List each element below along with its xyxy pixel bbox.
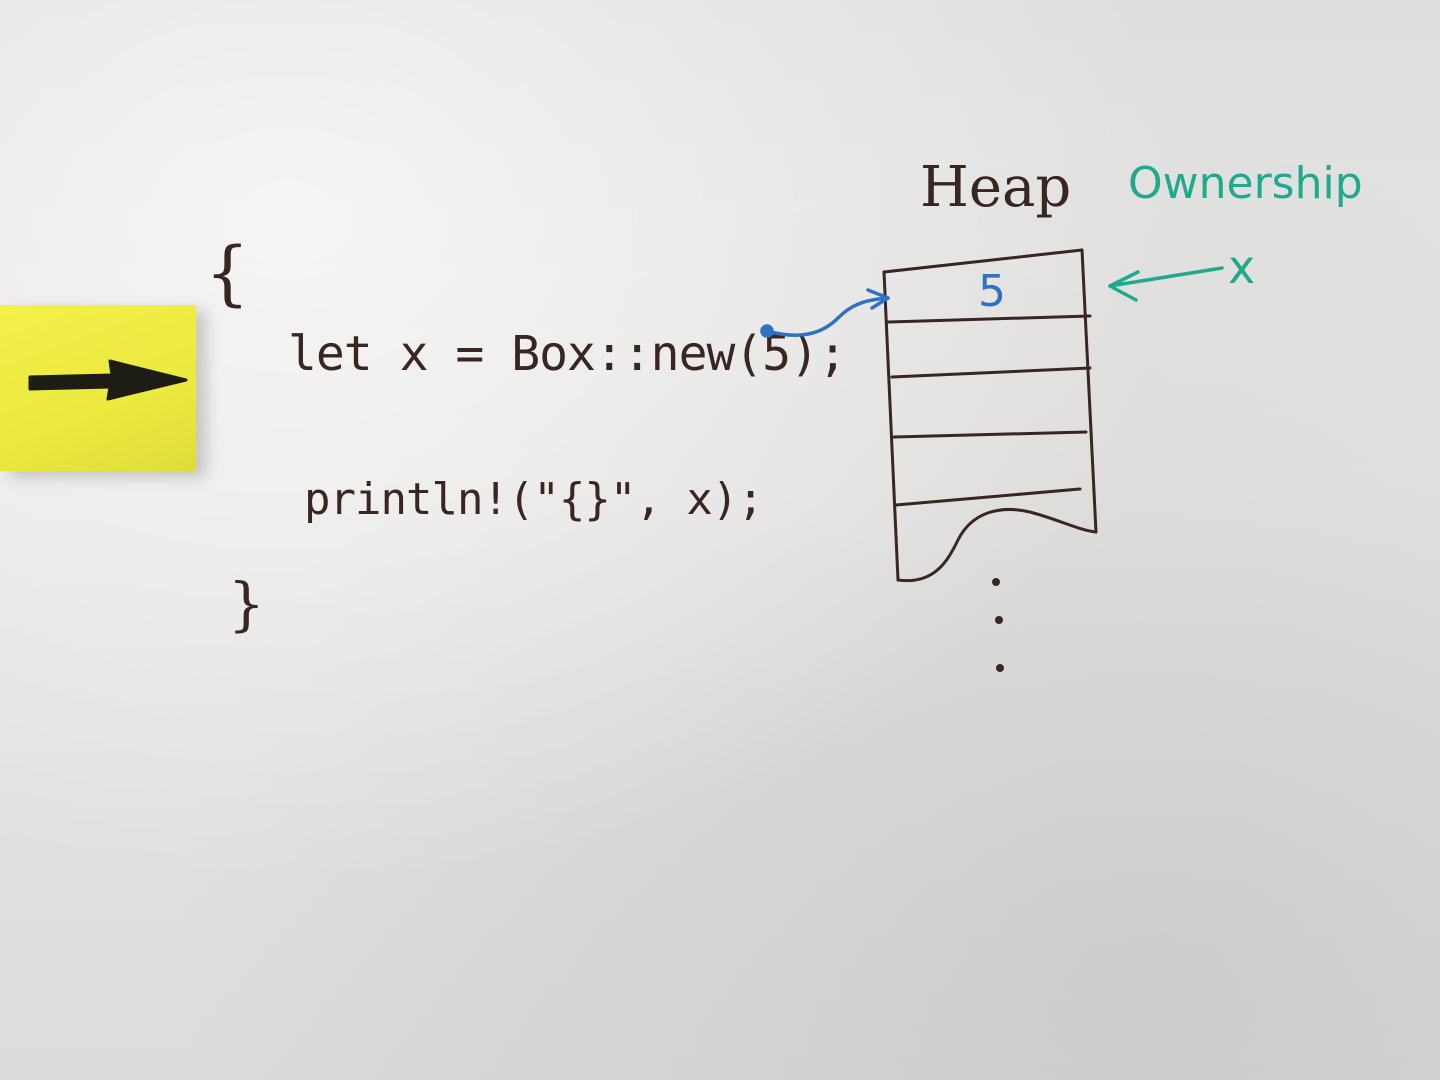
continuation-dots (992, 578, 1004, 672)
open-brace: { (205, 232, 250, 314)
dot (995, 616, 1003, 624)
owner-variable-label: x (1228, 240, 1256, 294)
close-brace: } (228, 570, 265, 638)
ownership-line (1108, 266, 1224, 288)
ownership-arrowhead (1108, 270, 1140, 302)
pointer-arrowhead (866, 288, 890, 310)
heap-row-divider (890, 366, 1092, 379)
pointer-arrow (760, 288, 890, 338)
dot (996, 664, 1004, 672)
heap-row-divider (892, 430, 1088, 439)
sticky-note (0, 305, 196, 471)
ownership-label: Ownership (1128, 158, 1363, 209)
heap-diagram (882, 248, 1098, 583)
ownership-arrow (1108, 266, 1224, 302)
heap-right-edge (1080, 248, 1098, 534)
right-arrow-icon (28, 359, 188, 401)
heap-top-edge (882, 248, 1084, 274)
dot (992, 578, 1000, 586)
heap-torn-bottom (896, 508, 1098, 583)
code-line-box-new: let x = Box::new(5); (288, 326, 847, 382)
heap-label: Heap (920, 155, 1072, 220)
heap-row-divider (894, 487, 1082, 507)
heap-cell-value: 5 (978, 266, 1006, 317)
pointer-line (765, 296, 890, 337)
heap-row-divider (886, 314, 1092, 324)
code-line-println: println!("{}", x); (304, 474, 764, 525)
heap-left-edge (882, 270, 900, 582)
